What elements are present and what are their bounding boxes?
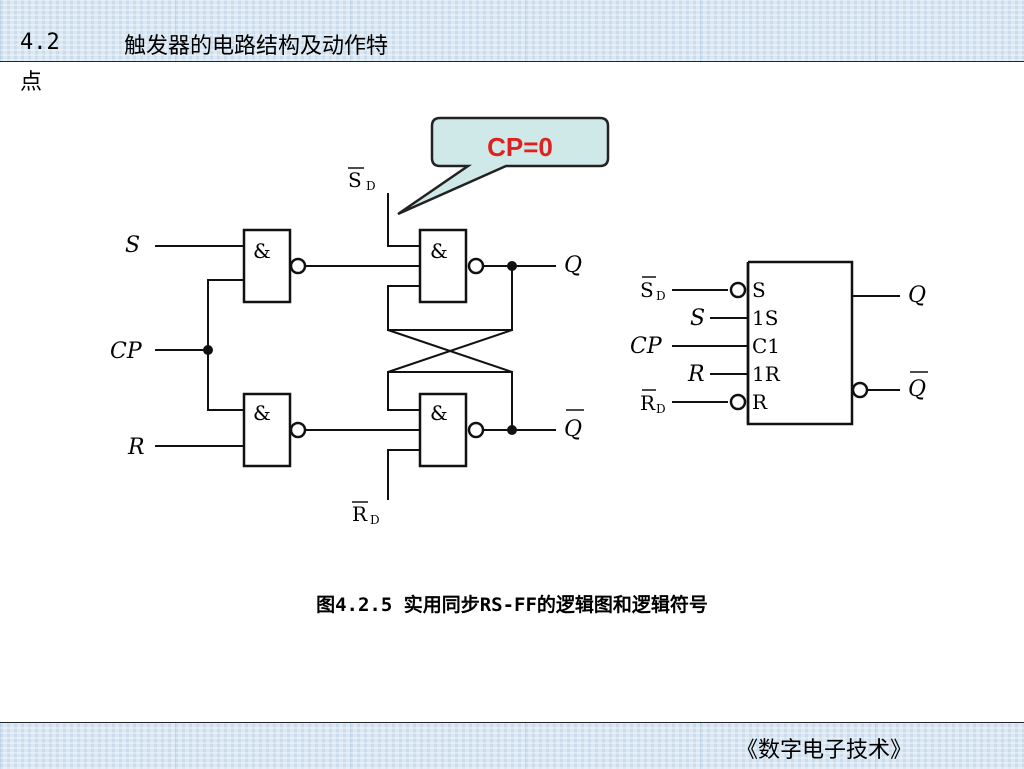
callout-bubble: CP=0 <box>397 116 610 216</box>
svg-text:R: R <box>752 390 768 414</box>
footer-band <box>0 722 1024 769</box>
slide-title: 触发器的电路结构及动作特 <box>124 34 389 59</box>
svg-text:C1: C1 <box>752 334 780 358</box>
junction-dot-cp <box>203 345 213 355</box>
svg-text:&: & <box>253 239 271 263</box>
label-reset-direct: R D <box>352 501 380 527</box>
svg-text:D: D <box>656 402 666 416</box>
svg-text:Q: Q <box>908 377 926 402</box>
svg-text:CP: CP <box>630 334 663 359</box>
nand-gate-g1: & <box>242 228 307 304</box>
svg-text:Q: Q <box>908 283 926 308</box>
figure-caption: 图4.2.5 实用同步RS-FF的逻辑图和逻辑符号 <box>316 594 708 616</box>
svg-text:&: & <box>430 239 448 263</box>
svg-text:R: R <box>640 391 656 415</box>
junction-dot-qbar <box>507 425 517 435</box>
svg-text:D: D <box>366 179 376 193</box>
label-set-direct: S D <box>348 167 376 193</box>
label-input-cp: CP <box>110 339 143 364</box>
label-input-r: R <box>127 435 145 460</box>
label-output-qbar: Q <box>564 409 584 442</box>
svg-text:S: S <box>690 306 705 331</box>
header-band <box>0 0 1024 62</box>
footer-text: 《数字电子技术》 <box>735 738 912 763</box>
callout-text: CP=0 <box>487 132 553 162</box>
nand-gate-g4: & <box>418 392 485 468</box>
slide-title-wrap: 点 <box>20 70 43 95</box>
svg-text:R: R <box>687 362 705 387</box>
section-number: 4.2 <box>20 30 60 55</box>
svg-text:Q: Q <box>564 417 582 442</box>
svg-text:D: D <box>656 289 666 303</box>
svg-text:S: S <box>640 278 654 302</box>
junction-dot-q <box>507 261 517 271</box>
svg-text:1S: 1S <box>752 306 778 330</box>
nand-gate-g2: & <box>242 392 307 468</box>
nand-gate-g3: & <box>418 228 485 304</box>
svg-text:S: S <box>348 168 362 192</box>
label-input-s: S <box>125 233 140 258</box>
svg-text:S: S <box>752 278 766 302</box>
svg-text:1R: 1R <box>752 362 781 386</box>
svg-text:&: & <box>430 401 448 425</box>
circuit-wires <box>155 193 556 500</box>
label-output-q: Q <box>564 253 582 278</box>
logic-symbol: S 1S C1 1R R S D S CP R R D Q Q <box>630 260 928 426</box>
svg-text:D: D <box>370 513 380 527</box>
svg-text:R: R <box>352 502 368 526</box>
svg-text:&: & <box>253 401 271 425</box>
